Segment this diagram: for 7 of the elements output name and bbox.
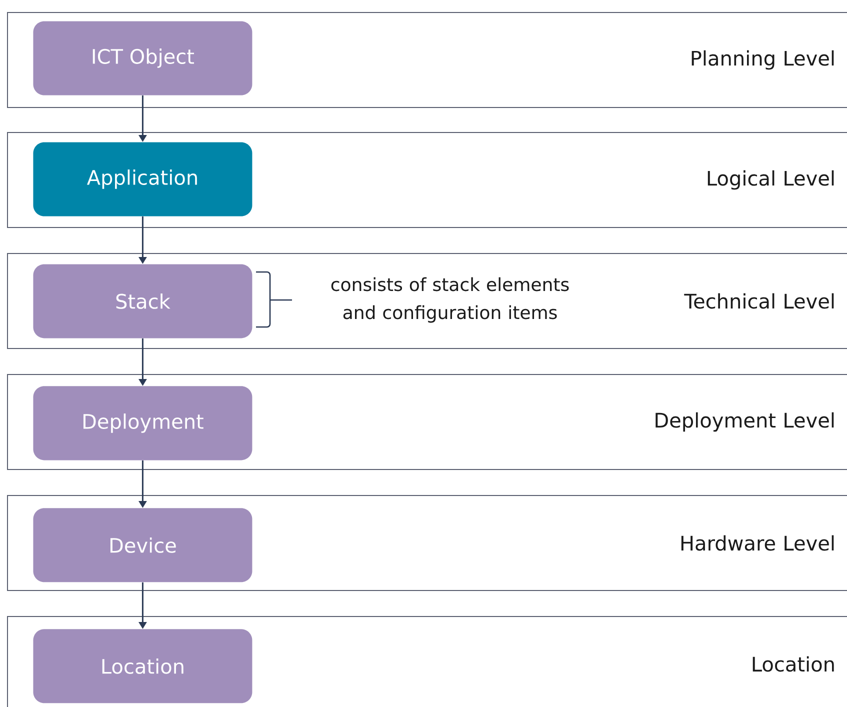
note-text: consists of stack elements and configuration items	[331, 277, 569, 323]
process-box: ICT Object	[33, 21, 252, 96]
process-box: Location	[33, 629, 252, 704]
process-box: Deployment	[33, 386, 252, 460]
process-box: Stack	[33, 264, 252, 338]
process-box: Device	[33, 508, 252, 582]
process-box: Application	[33, 142, 252, 216]
